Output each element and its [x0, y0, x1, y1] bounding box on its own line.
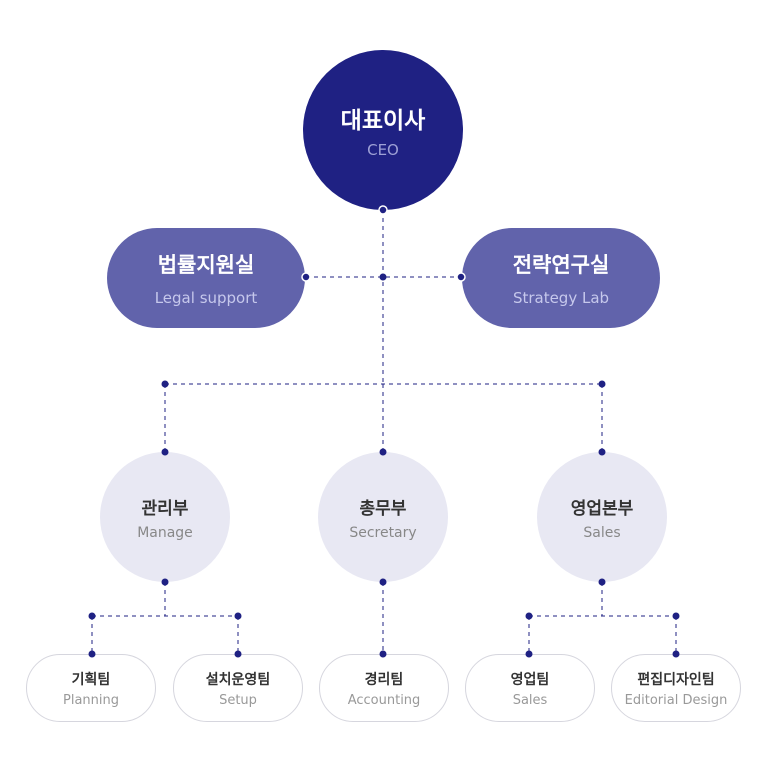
team-sublabel: Sales [512, 692, 548, 708]
department-manage[interactable]: 관리부 Manage [100, 452, 230, 582]
team-sales[interactable]: 영업팀 Sales [465, 654, 595, 722]
team-sublabel: Editorial Design [624, 692, 728, 708]
ceo-sublabel: CEO [367, 141, 399, 159]
department-label: 관리부 [141, 498, 189, 519]
department-label: 영업본부 [570, 498, 634, 519]
department-sublabel: Sales [583, 524, 621, 541]
team-label: 기획팀 [71, 671, 111, 688]
department-sublabel: Manage [137, 524, 193, 541]
office-sublabel: Strategy Lab [512, 289, 610, 307]
office-strategy-lab[interactable]: 전략연구실 Strategy Lab [462, 228, 660, 328]
team-editorial-design[interactable]: 편집디자인팀 Editorial Design [611, 654, 741, 722]
department-secretary[interactable]: 총무부 Secretary [318, 452, 448, 582]
office-sublabel: Legal support [154, 289, 258, 307]
department-sublabel: Secretary [349, 524, 417, 541]
team-label: 영업팀 [510, 671, 550, 688]
team-sublabel: Accounting [347, 692, 421, 708]
team-accounting[interactable]: 경리팀 Accounting [319, 654, 449, 722]
team-label: 편집디자인팀 [637, 671, 715, 688]
team-sublabel: Planning [63, 692, 119, 708]
team-label: 설치운영팀 [205, 671, 271, 688]
department-sales[interactable]: 영업본부 Sales [537, 452, 667, 582]
team-label: 경리팀 [364, 671, 404, 688]
office-label: 법률지원실 [157, 253, 255, 277]
office-legal-support[interactable]: 법률지원실 Legal support [107, 228, 305, 328]
team-setup[interactable]: 설치운영팀 Setup [173, 654, 303, 722]
ceo-label: 대표이사 [340, 108, 426, 134]
team-planning[interactable]: 기획팀 Planning [26, 654, 156, 722]
office-label: 전략연구실 [512, 253, 610, 277]
department-label: 총무부 [359, 498, 407, 519]
team-sublabel: Setup [219, 692, 257, 708]
ceo-node[interactable]: 대표이사 CEO [303, 50, 463, 210]
